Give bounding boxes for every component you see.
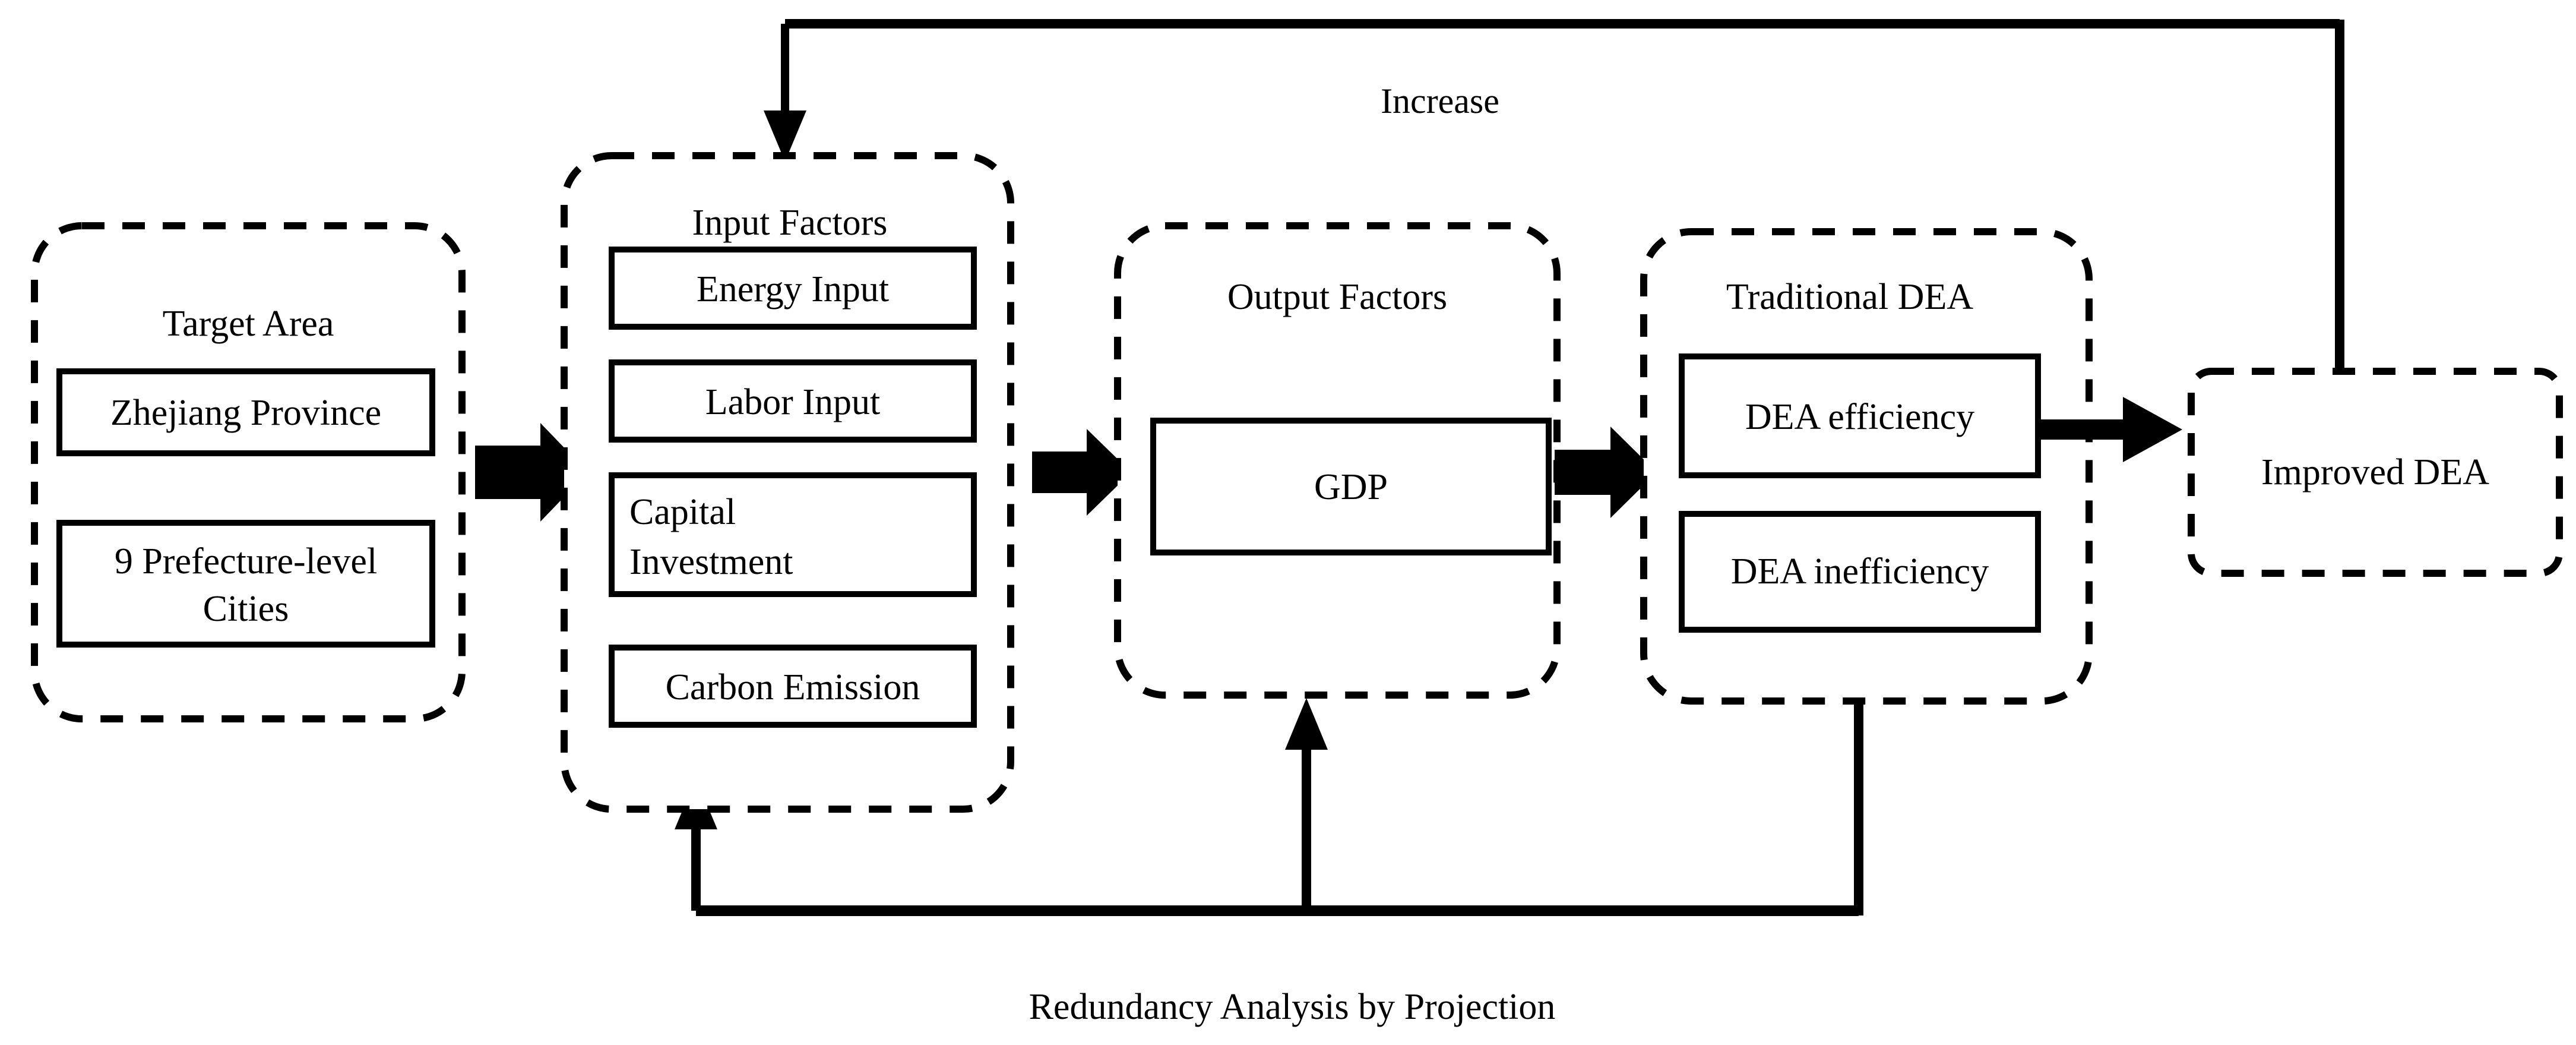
node-label-prefecture-cities-line1: 9 Prefecture-level bbox=[115, 541, 377, 582]
group-input-factors[interactable]: Input Factors Energy Input Labor Input C… bbox=[561, 152, 1014, 813]
caption-redundancy-analysis: Redundancy Analysis by Projection bbox=[1029, 987, 1556, 1027]
edge-label-increase: Increase bbox=[1381, 81, 1499, 121]
arrow-dea-efficiency-to-improved-dea bbox=[2037, 397, 2182, 462]
node-labor-input[interactable] bbox=[609, 359, 977, 443]
group-label-improved-dea: Improved DEA bbox=[2261, 452, 2489, 492]
group-label-input-factors: Input Factors bbox=[692, 203, 888, 243]
node-gdp[interactable] bbox=[1150, 418, 1552, 555]
increase-feedback-path bbox=[764, 19, 2344, 373]
node-zhejiang-province[interactable] bbox=[56, 368, 435, 456]
node-prefecture-level-cities[interactable] bbox=[56, 520, 435, 648]
node-capital-investment[interactable] bbox=[609, 472, 977, 597]
group-output-factors[interactable]: Output Factors GDP bbox=[1114, 222, 1561, 699]
arrow-target-to-input bbox=[475, 423, 588, 522]
node-label-carbon-emission: Carbon Emission bbox=[666, 667, 920, 708]
group-label-target-area: Target Area bbox=[163, 304, 334, 344]
group-target-area[interactable]: Target Area Zhejiang Province 9 Prefectu… bbox=[31, 222, 466, 722]
improved-dea-container bbox=[2188, 368, 2563, 577]
node-dea-efficiency[interactable] bbox=[1679, 353, 2041, 478]
arrow-output-to-traditional-dea bbox=[1555, 427, 1657, 518]
group-label-traditional-dea: Traditional DEA bbox=[1726, 277, 1973, 317]
group-traditional-dea[interactable]: Traditional DEA DEA efficiency DEA ineff… bbox=[1640, 228, 2093, 705]
node-label-dea-efficiency: DEA efficiency bbox=[1745, 397, 1974, 437]
group-improved-dea[interactable]: Improved DEA bbox=[2188, 368, 2563, 577]
node-energy-input[interactable] bbox=[609, 247, 977, 330]
arrow-input-to-output bbox=[1032, 429, 1131, 516]
node-label-gdp: GDP bbox=[1314, 467, 1388, 507]
node-label-prefecture-cities-line2: Cities bbox=[203, 589, 289, 629]
group-label-output-factors: Output Factors bbox=[1227, 277, 1447, 317]
node-carbon-emission[interactable] bbox=[609, 645, 977, 728]
node-label-dea-inefficiency: DEA inefficiency bbox=[1731, 551, 1989, 592]
node-label-capital-investment-line2: Investment bbox=[629, 542, 793, 582]
node-label-capital-investment-line1: Capital bbox=[629, 492, 736, 532]
node-dea-inefficiency[interactable] bbox=[1679, 511, 2041, 633]
node-label-labor-input: Labor Input bbox=[705, 382, 880, 422]
node-label-zhejiang-province: Zhejiang Province bbox=[110, 393, 381, 433]
node-label-energy-input: Energy Input bbox=[697, 269, 889, 310]
